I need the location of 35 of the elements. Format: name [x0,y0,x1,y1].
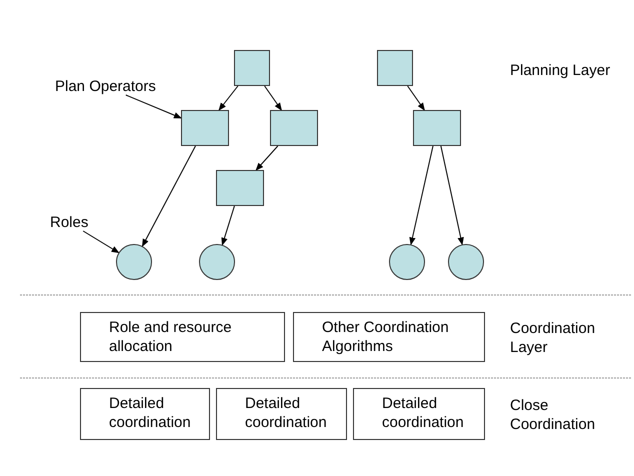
coordination-box [293,312,485,362]
arrow [409,146,434,246]
callout-label: Plan Operators [55,78,156,95]
plan-operator-box [216,170,264,206]
callout-label: Roles [50,214,88,231]
coordination-box [353,388,485,440]
plan-operator-box [234,50,270,86]
arrow [407,86,425,111]
arrow [218,86,238,111]
box-label: Role and resource allocation [109,318,233,356]
box-label: Other Coordination Algorithms [322,318,450,356]
box-label: Detailed coordination [382,394,465,432]
leader-line [82,230,120,254]
role-circle [389,244,425,280]
arrow [264,86,282,111]
plan-operator-box [377,50,413,86]
plan-operator-box [181,110,229,146]
arrow [256,146,278,171]
layer-label: Coordination Layer [510,319,596,357]
role-circle [199,244,235,280]
plan-operator-box [270,110,318,146]
coordination-box [80,312,285,362]
arrow [440,146,464,246]
arrow [142,146,196,247]
role-circle [116,244,152,280]
coordination-box [216,388,347,440]
coordination-box [80,388,210,440]
layer-label: Close Coordination [510,396,596,434]
arrow [221,206,235,246]
leader-line [125,94,182,118]
layer-label: Planning Layer [510,61,612,80]
box-label: Detailed coordination [109,394,192,432]
role-circle [448,244,484,280]
box-label: Detailed coordination [245,394,328,432]
plan-operator-box [413,110,461,146]
